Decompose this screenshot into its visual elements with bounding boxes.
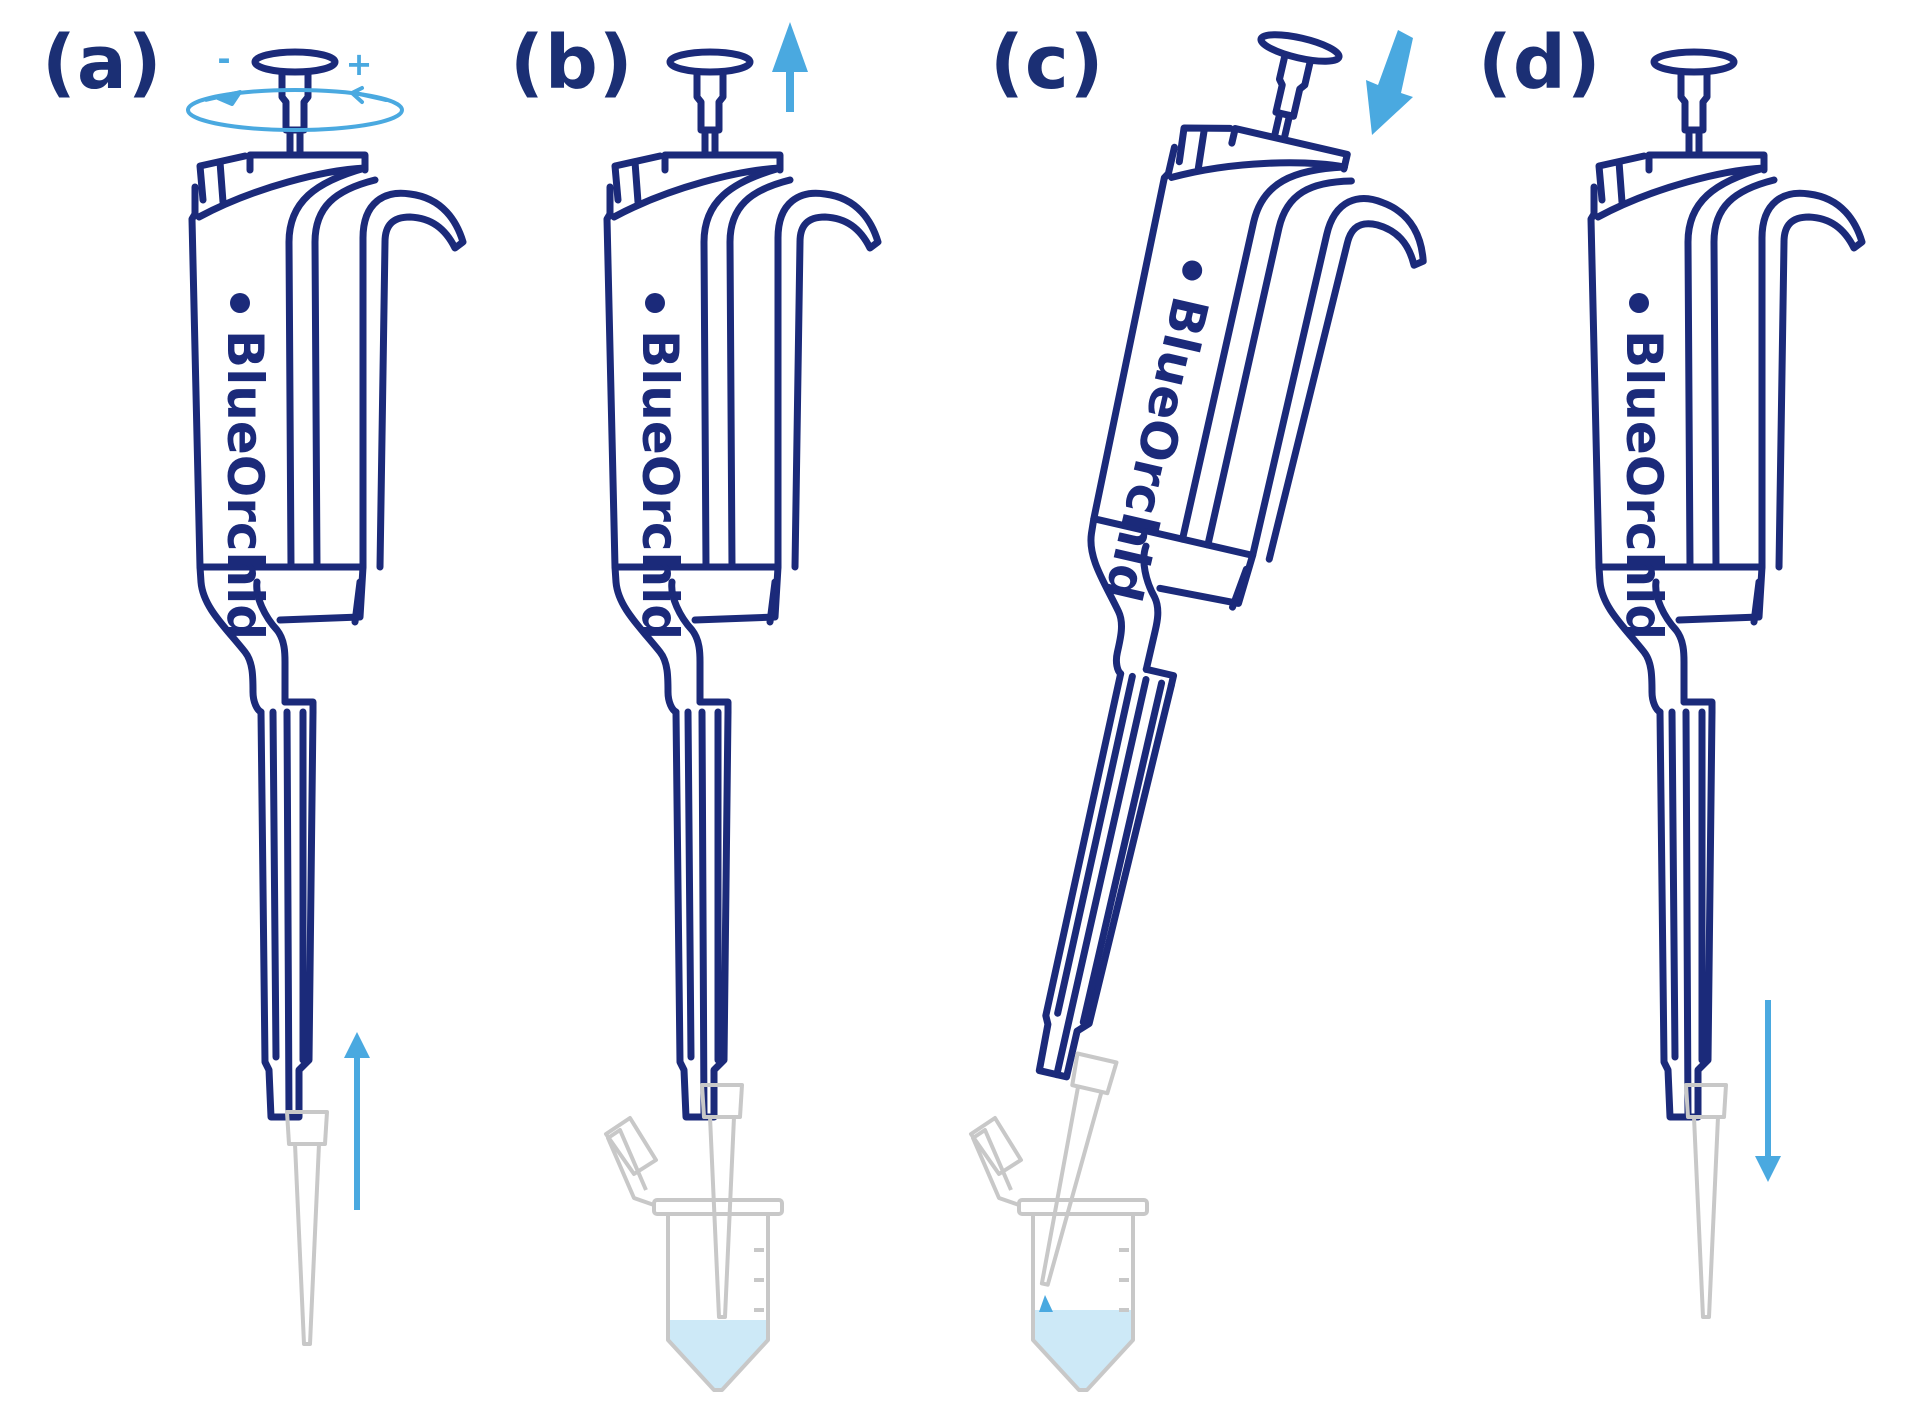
brand-label-b: BlueOrchid bbox=[631, 330, 689, 640]
panel-label-b: (b) bbox=[510, 20, 634, 106]
dial-minus-label: - bbox=[217, 40, 230, 78]
brand-label-d: BlueOrchid bbox=[1615, 330, 1673, 640]
brand-dot-icon bbox=[1629, 293, 1649, 313]
down-arrow-head-icon bbox=[1755, 1156, 1781, 1182]
rotate-dial-ellipse bbox=[186, 88, 404, 132]
rotate-left-arrow-icon bbox=[204, 90, 242, 106]
rotate-right-arrow-icon bbox=[348, 86, 388, 104]
brand-dot-icon bbox=[230, 293, 250, 313]
tube-c bbox=[969, 1116, 1149, 1392]
dial-plus-label: + bbox=[346, 45, 373, 83]
pipette-c: BlueOrchid bbox=[962, 15, 1466, 1114]
tube-b bbox=[604, 1116, 784, 1392]
panel-label-a: (a) bbox=[42, 20, 163, 106]
plunger-press-down-arrow-icon bbox=[1366, 30, 1413, 135]
brand-label-a: BlueOrchid bbox=[216, 330, 274, 640]
plunger-release-up-arrow-icon bbox=[772, 22, 808, 112]
brand-dot-icon bbox=[645, 293, 665, 313]
panel-label-d: (d) bbox=[1478, 20, 1602, 106]
pipette-tip-c bbox=[1023, 1051, 1119, 1291]
up-arrow-head-icon bbox=[344, 1032, 370, 1058]
panel-label-c: (c) bbox=[990, 20, 1105, 106]
pipette-tip-a bbox=[285, 1110, 329, 1346]
brand-dot-icon bbox=[1182, 260, 1203, 281]
